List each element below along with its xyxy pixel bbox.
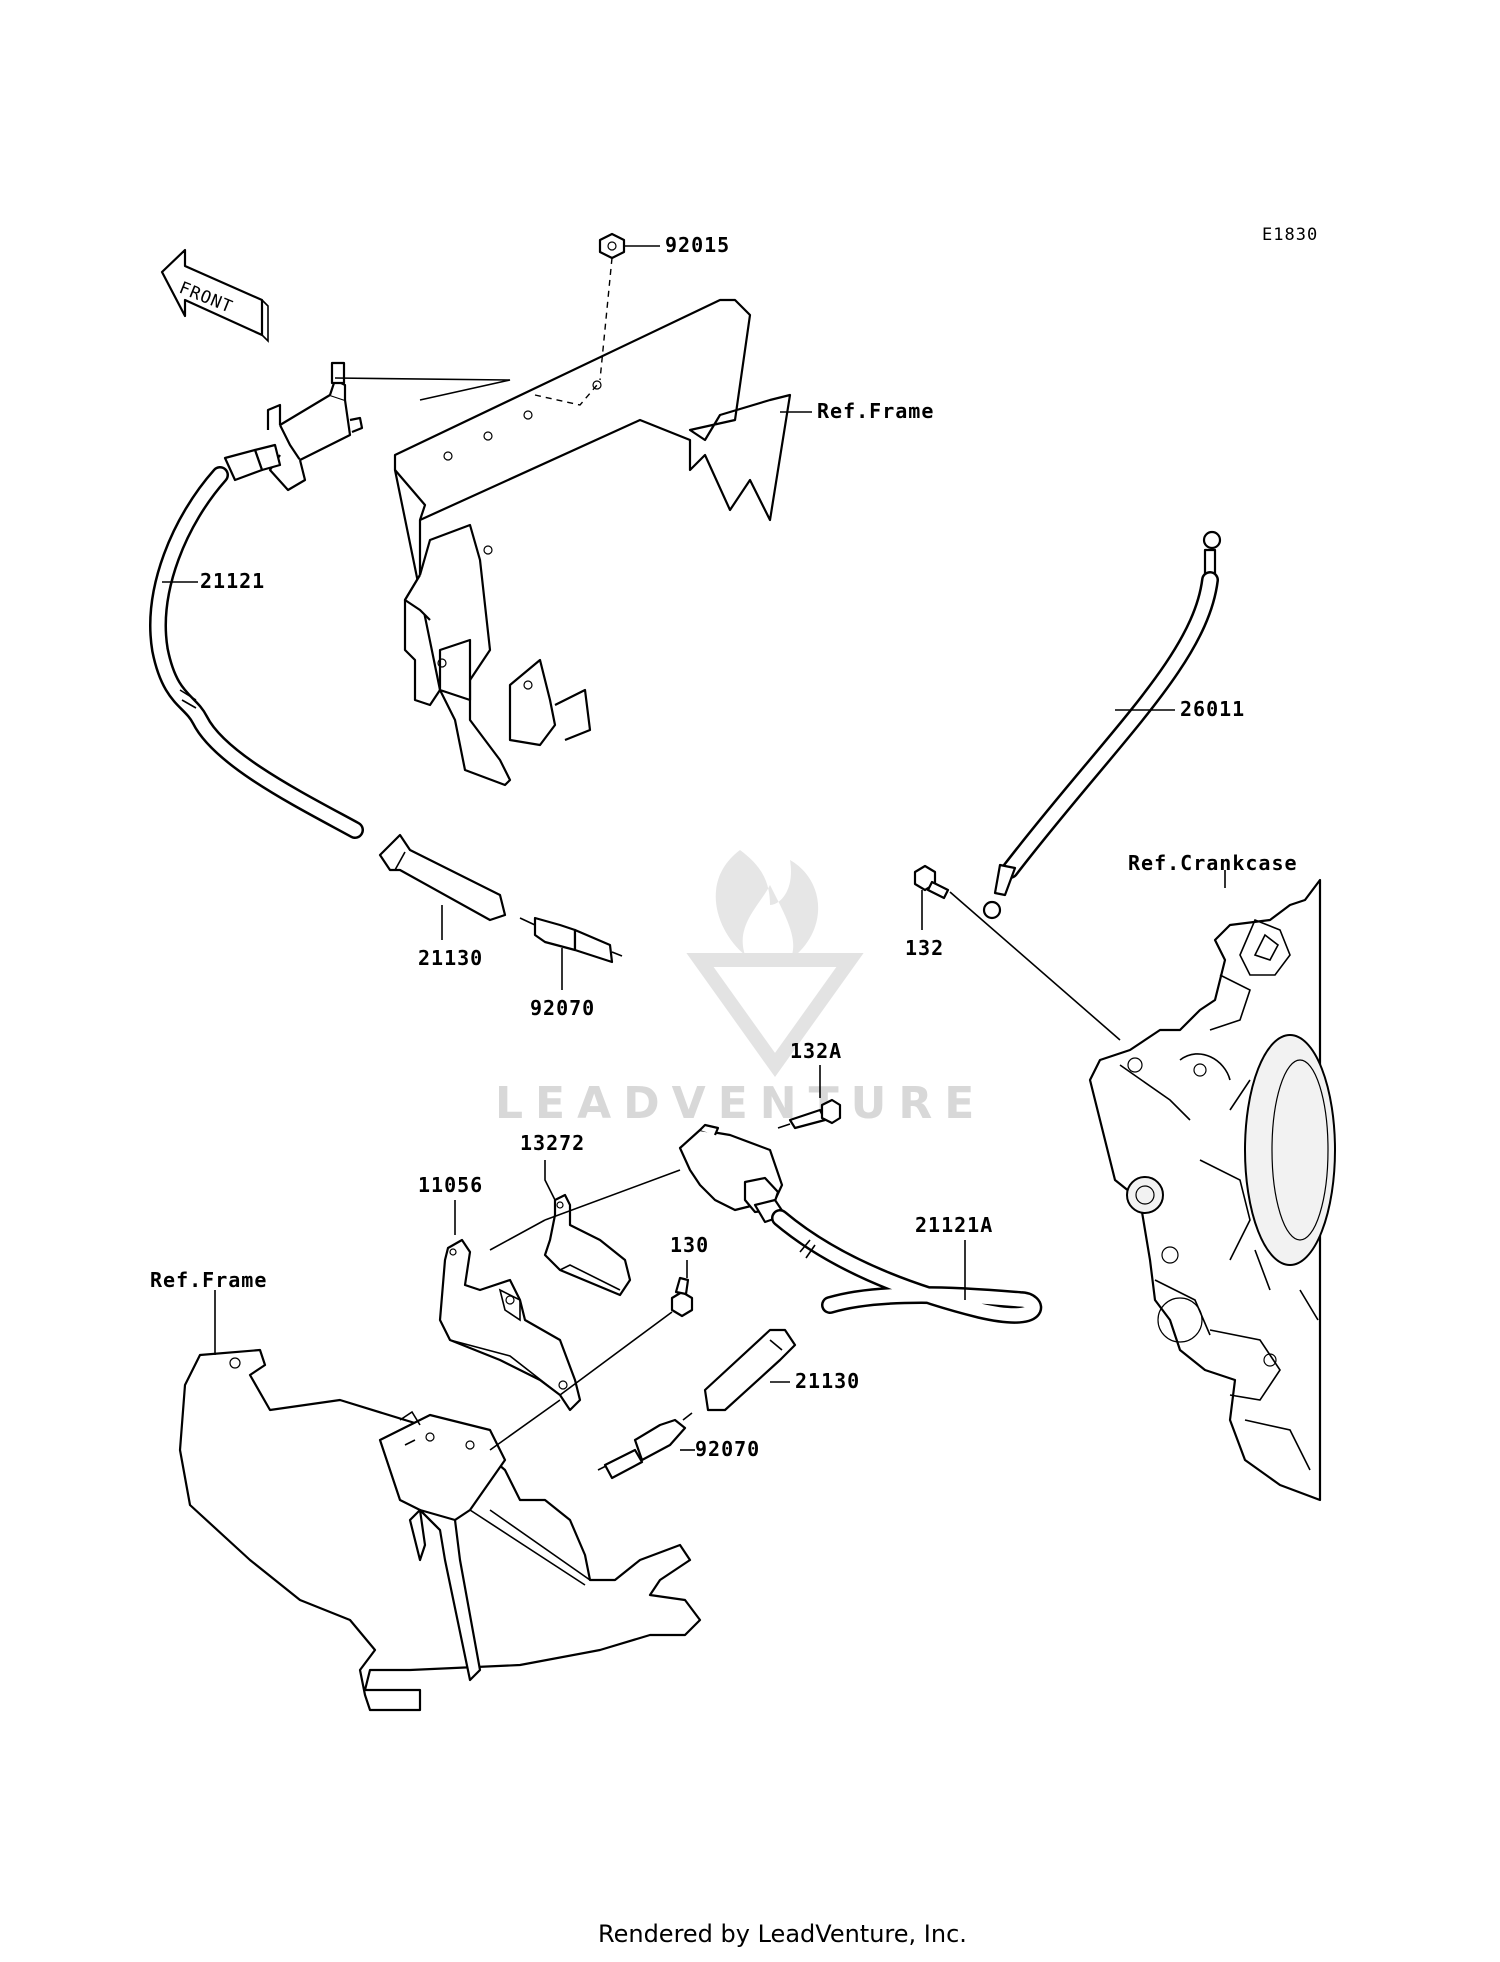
label-ref-frame-top[interactable]: Ref.Frame xyxy=(817,399,934,423)
label-21121A[interactable]: 21121A xyxy=(915,1213,993,1237)
bracket-13272[interactable] xyxy=(543,1160,632,1297)
front-arrow-icon: FRONT xyxy=(160,248,269,343)
label-21130-top[interactable]: 21130 xyxy=(418,946,483,970)
footer-credit: Rendered by LeadVenture, Inc. xyxy=(598,1920,967,1948)
label-92070-bottom[interactable]: 92070 xyxy=(695,1437,760,1461)
label-21130-bottom[interactable]: 21130 xyxy=(795,1369,860,1393)
bracket-11056[interactable] xyxy=(438,1219,582,1451)
bolt-132[interactable] xyxy=(913,864,1121,1041)
ignition-coil-top[interactable] xyxy=(223,361,511,492)
plug-cap-21130-top[interactable] xyxy=(378,833,507,922)
plug-cap-21130-bottom[interactable] xyxy=(703,1328,797,1412)
label-132A[interactable]: 132A xyxy=(790,1039,842,1063)
bolt-132A[interactable] xyxy=(777,1098,842,1130)
cable-21121A[interactable] xyxy=(771,1209,1043,1324)
label-92070-top[interactable]: 92070 xyxy=(530,996,595,1020)
frame-bottom xyxy=(178,1348,702,1712)
watermark-text: LEADVENTURE xyxy=(495,1078,986,1129)
ignition-coil-bottom[interactable] xyxy=(544,1123,787,1224)
label-130[interactable]: 130 xyxy=(670,1233,709,1257)
frame-top xyxy=(393,298,792,787)
cable-21121[interactable] xyxy=(149,466,364,839)
label-26011[interactable]: 26011 xyxy=(1180,697,1245,721)
crankcase xyxy=(1088,878,1336,1502)
leadventure-watermark: LEADVENTURE xyxy=(495,850,986,1129)
label-ref-crankcase[interactable]: Ref.Crankcase xyxy=(1128,851,1298,875)
diagram-code: E1830 xyxy=(1262,225,1318,245)
label-92015[interactable]: 92015 xyxy=(665,233,730,257)
label-11056[interactable]: 11056 xyxy=(418,1173,483,1197)
ground-cable-26011[interactable] xyxy=(982,530,1222,920)
spark-plug-92070-bottom[interactable] xyxy=(597,1412,693,1480)
label-13272[interactable]: 13272 xyxy=(520,1131,585,1155)
label-21121[interactable]: 21121 xyxy=(200,569,265,593)
spark-plug-92070-top[interactable] xyxy=(519,916,623,964)
label-ref-frame-bottom[interactable]: Ref.Frame xyxy=(150,1268,267,1292)
bolt-130[interactable] xyxy=(559,1276,694,1396)
nut-92015[interactable] xyxy=(598,232,626,381)
label-132[interactable]: 132 xyxy=(905,936,944,960)
